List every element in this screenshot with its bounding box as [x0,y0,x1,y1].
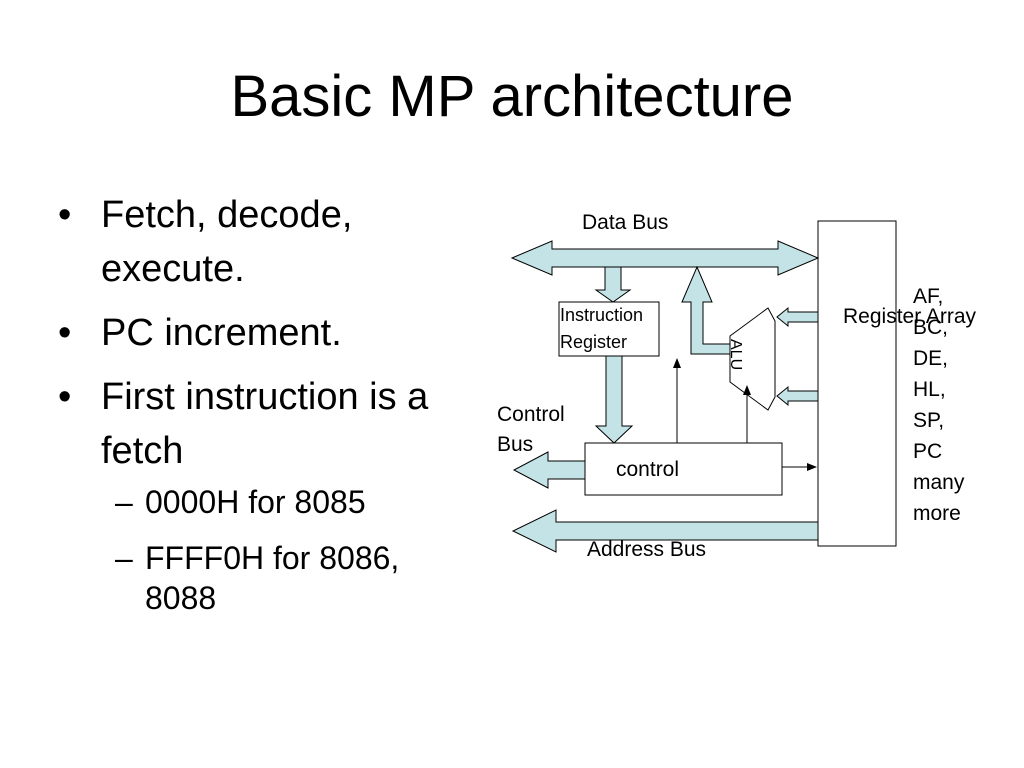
register-list-item: BC, [913,316,948,339]
register-list-item: PC [913,440,942,463]
address-bus-label: Address Bus [587,538,706,561]
data-to-ir-arrow [594,266,632,303]
reg-to-alu-arrow-bottom [776,385,819,407]
bullet-item: • PC increment. [58,306,438,360]
bullet-item: • First instruction is a fetch – 0000H f… [58,370,438,618]
register-list: AF, BC, DE, HL, SP, PC many more [913,285,970,525]
sub-bullet-item: – 0000H for 8085 [101,482,438,522]
slide-title: Basic MP architecture [230,64,794,129]
alu-shape [729,307,776,411]
register-array-box [817,220,897,547]
bullet-item: • Fetch, decode, execute. [58,188,438,296]
register-list-item: many [913,471,965,494]
ir-to-control-arrow [594,355,634,444]
bullet-marker: • [58,194,72,236]
sub-bullet-item: – FFFF0H for 8086, 8088 [101,538,438,618]
data-bus-arrow [510,240,820,276]
instruction-register-box [558,301,660,357]
reg-to-alu-arrow-top [776,306,819,328]
register-list-item: DE, [913,347,948,370]
bullet-text: First instruction is a fetch [101,376,429,472]
control-bus-label-line: Bus [497,433,533,456]
instruction-register-label: Instruction Register [560,305,648,352]
sub-bullet-list: – 0000H for 8085 – FFFF0H for 8086, 8088 [101,482,438,618]
control-bus-label: Control Bus [497,403,571,456]
sub-bullet-text: FFFF0H for 8086, 8088 [145,540,400,616]
bullet-text: Fetch, decode, execute. [101,194,353,290]
control-label: control [616,458,679,481]
ir-label-line: Register [560,332,627,352]
sub-bullet-marker: – [115,540,133,576]
bullet-text: PC increment. [101,312,342,354]
address-bus-arrow [511,509,819,553]
bullet-marker: • [58,376,72,418]
bullet-list: • Fetch, decode, execute. • PC increment… [58,188,438,634]
sub-bullet-marker: – [115,484,133,520]
register-array-label: Register Array [843,305,977,328]
data-bus-label: Data Bus [582,211,668,234]
sub-bullet-text: 0000H for 8085 [145,484,366,520]
register-list-item: AF, [913,285,943,308]
alu-label: ALU [727,339,744,370]
ir-label-line: Instruction [560,305,643,325]
control-box [584,442,783,496]
bullet-marker: • [58,312,72,354]
control-bus-label-line: Control [497,403,565,426]
register-list-item: HL, [913,378,946,401]
register-list-item: SP, [913,409,944,432]
register-list-item: more [913,502,961,525]
control-bus-arrow [512,451,586,489]
